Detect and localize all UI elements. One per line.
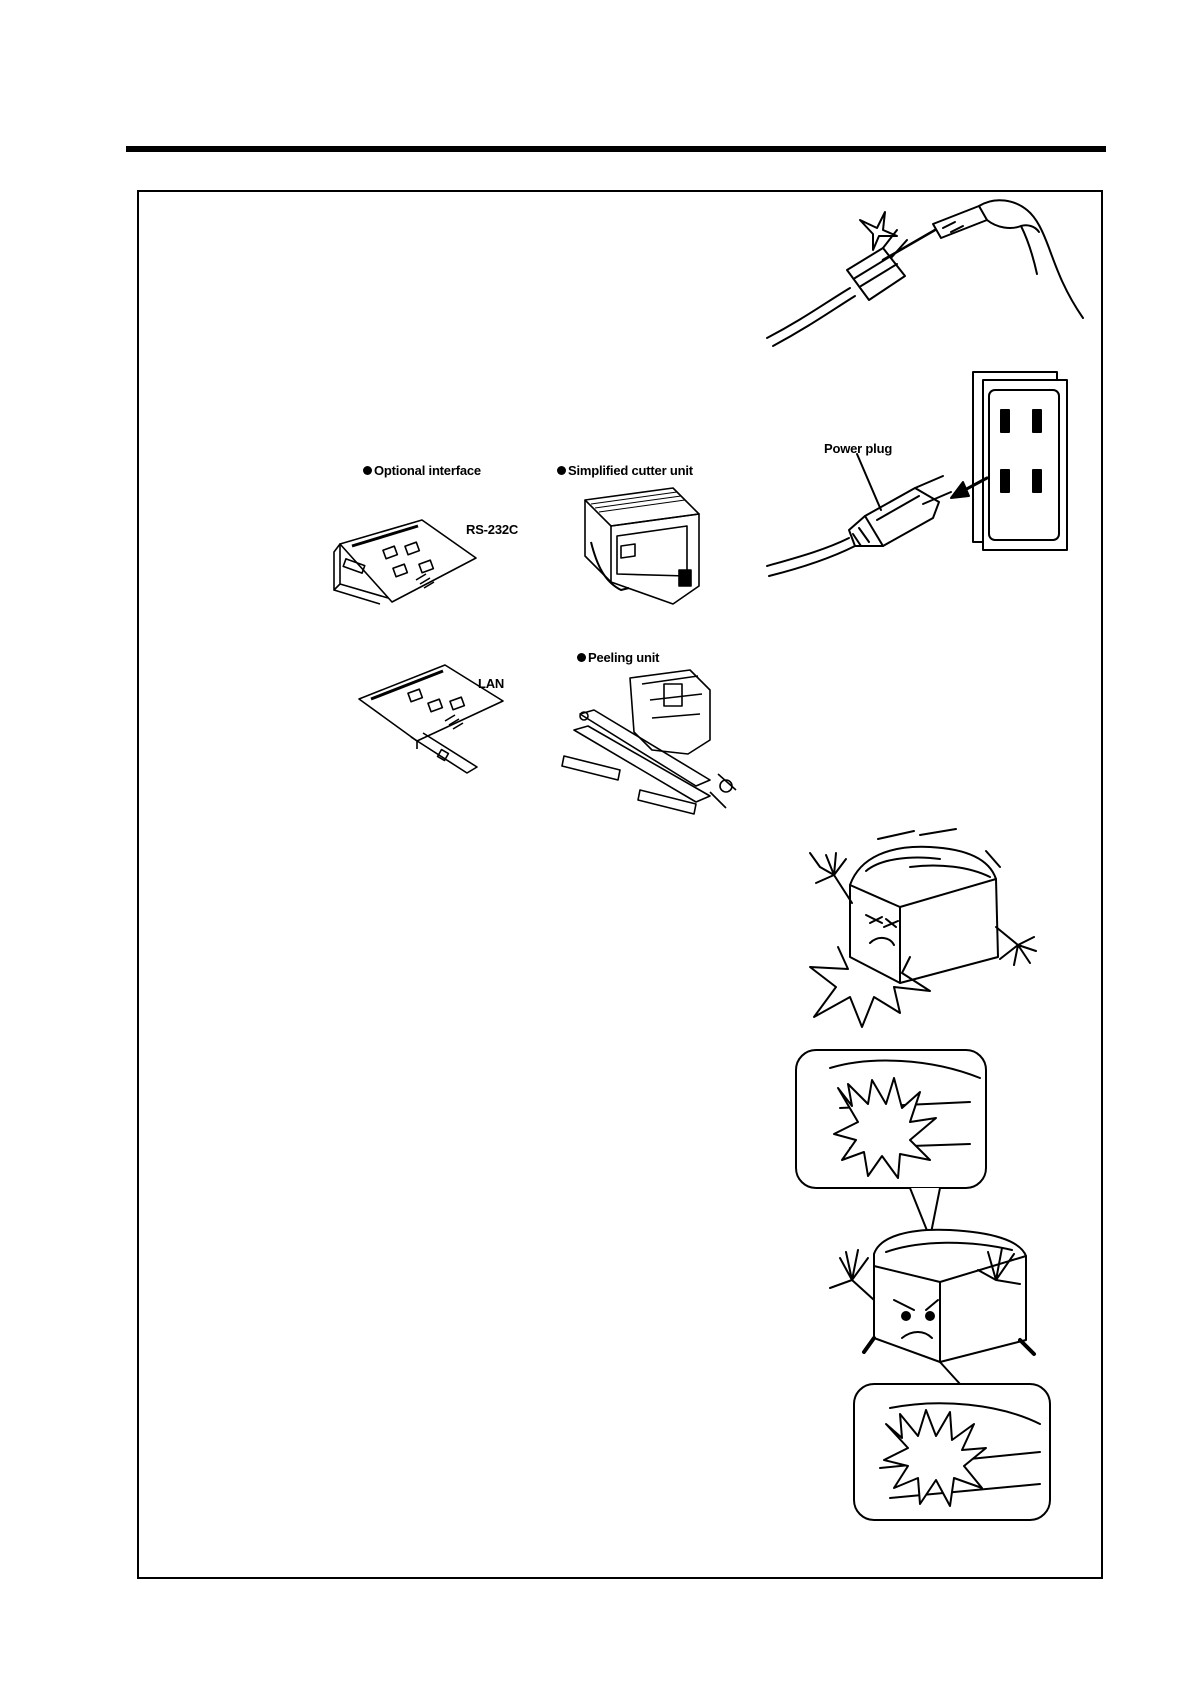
peeling-unit-icon bbox=[560, 670, 746, 818]
header-rule bbox=[126, 146, 1106, 152]
power-plug-label: Power plug bbox=[824, 441, 892, 456]
peeling-unit-label: Peeling unit bbox=[577, 650, 659, 665]
wall-outlet-icon bbox=[765, 370, 1070, 585]
cutter-unit-icon bbox=[577, 486, 705, 610]
rs232c-label: RS-232C bbox=[466, 522, 518, 537]
simplified-cutter-unit-label: Simplified cutter unit bbox=[557, 463, 693, 478]
simplified-cutter-unit-text: Simplified cutter unit bbox=[568, 463, 693, 478]
optional-interface-label: Optional interface bbox=[363, 463, 481, 478]
optional-interface-text: Optional interface bbox=[374, 463, 481, 478]
bullet-dot-icon bbox=[577, 653, 586, 662]
printer-jam-icon bbox=[790, 1048, 1055, 1522]
rs232c-board-icon bbox=[330, 514, 478, 604]
printer-falling-icon bbox=[790, 827, 1040, 1027]
peeling-unit-text: Peeling unit bbox=[588, 650, 659, 665]
plug-screwdriver-icon bbox=[765, 208, 1085, 358]
bullet-dot-icon bbox=[363, 466, 372, 475]
lan-label: LAN bbox=[478, 676, 504, 691]
bullet-dot-icon bbox=[557, 466, 566, 475]
